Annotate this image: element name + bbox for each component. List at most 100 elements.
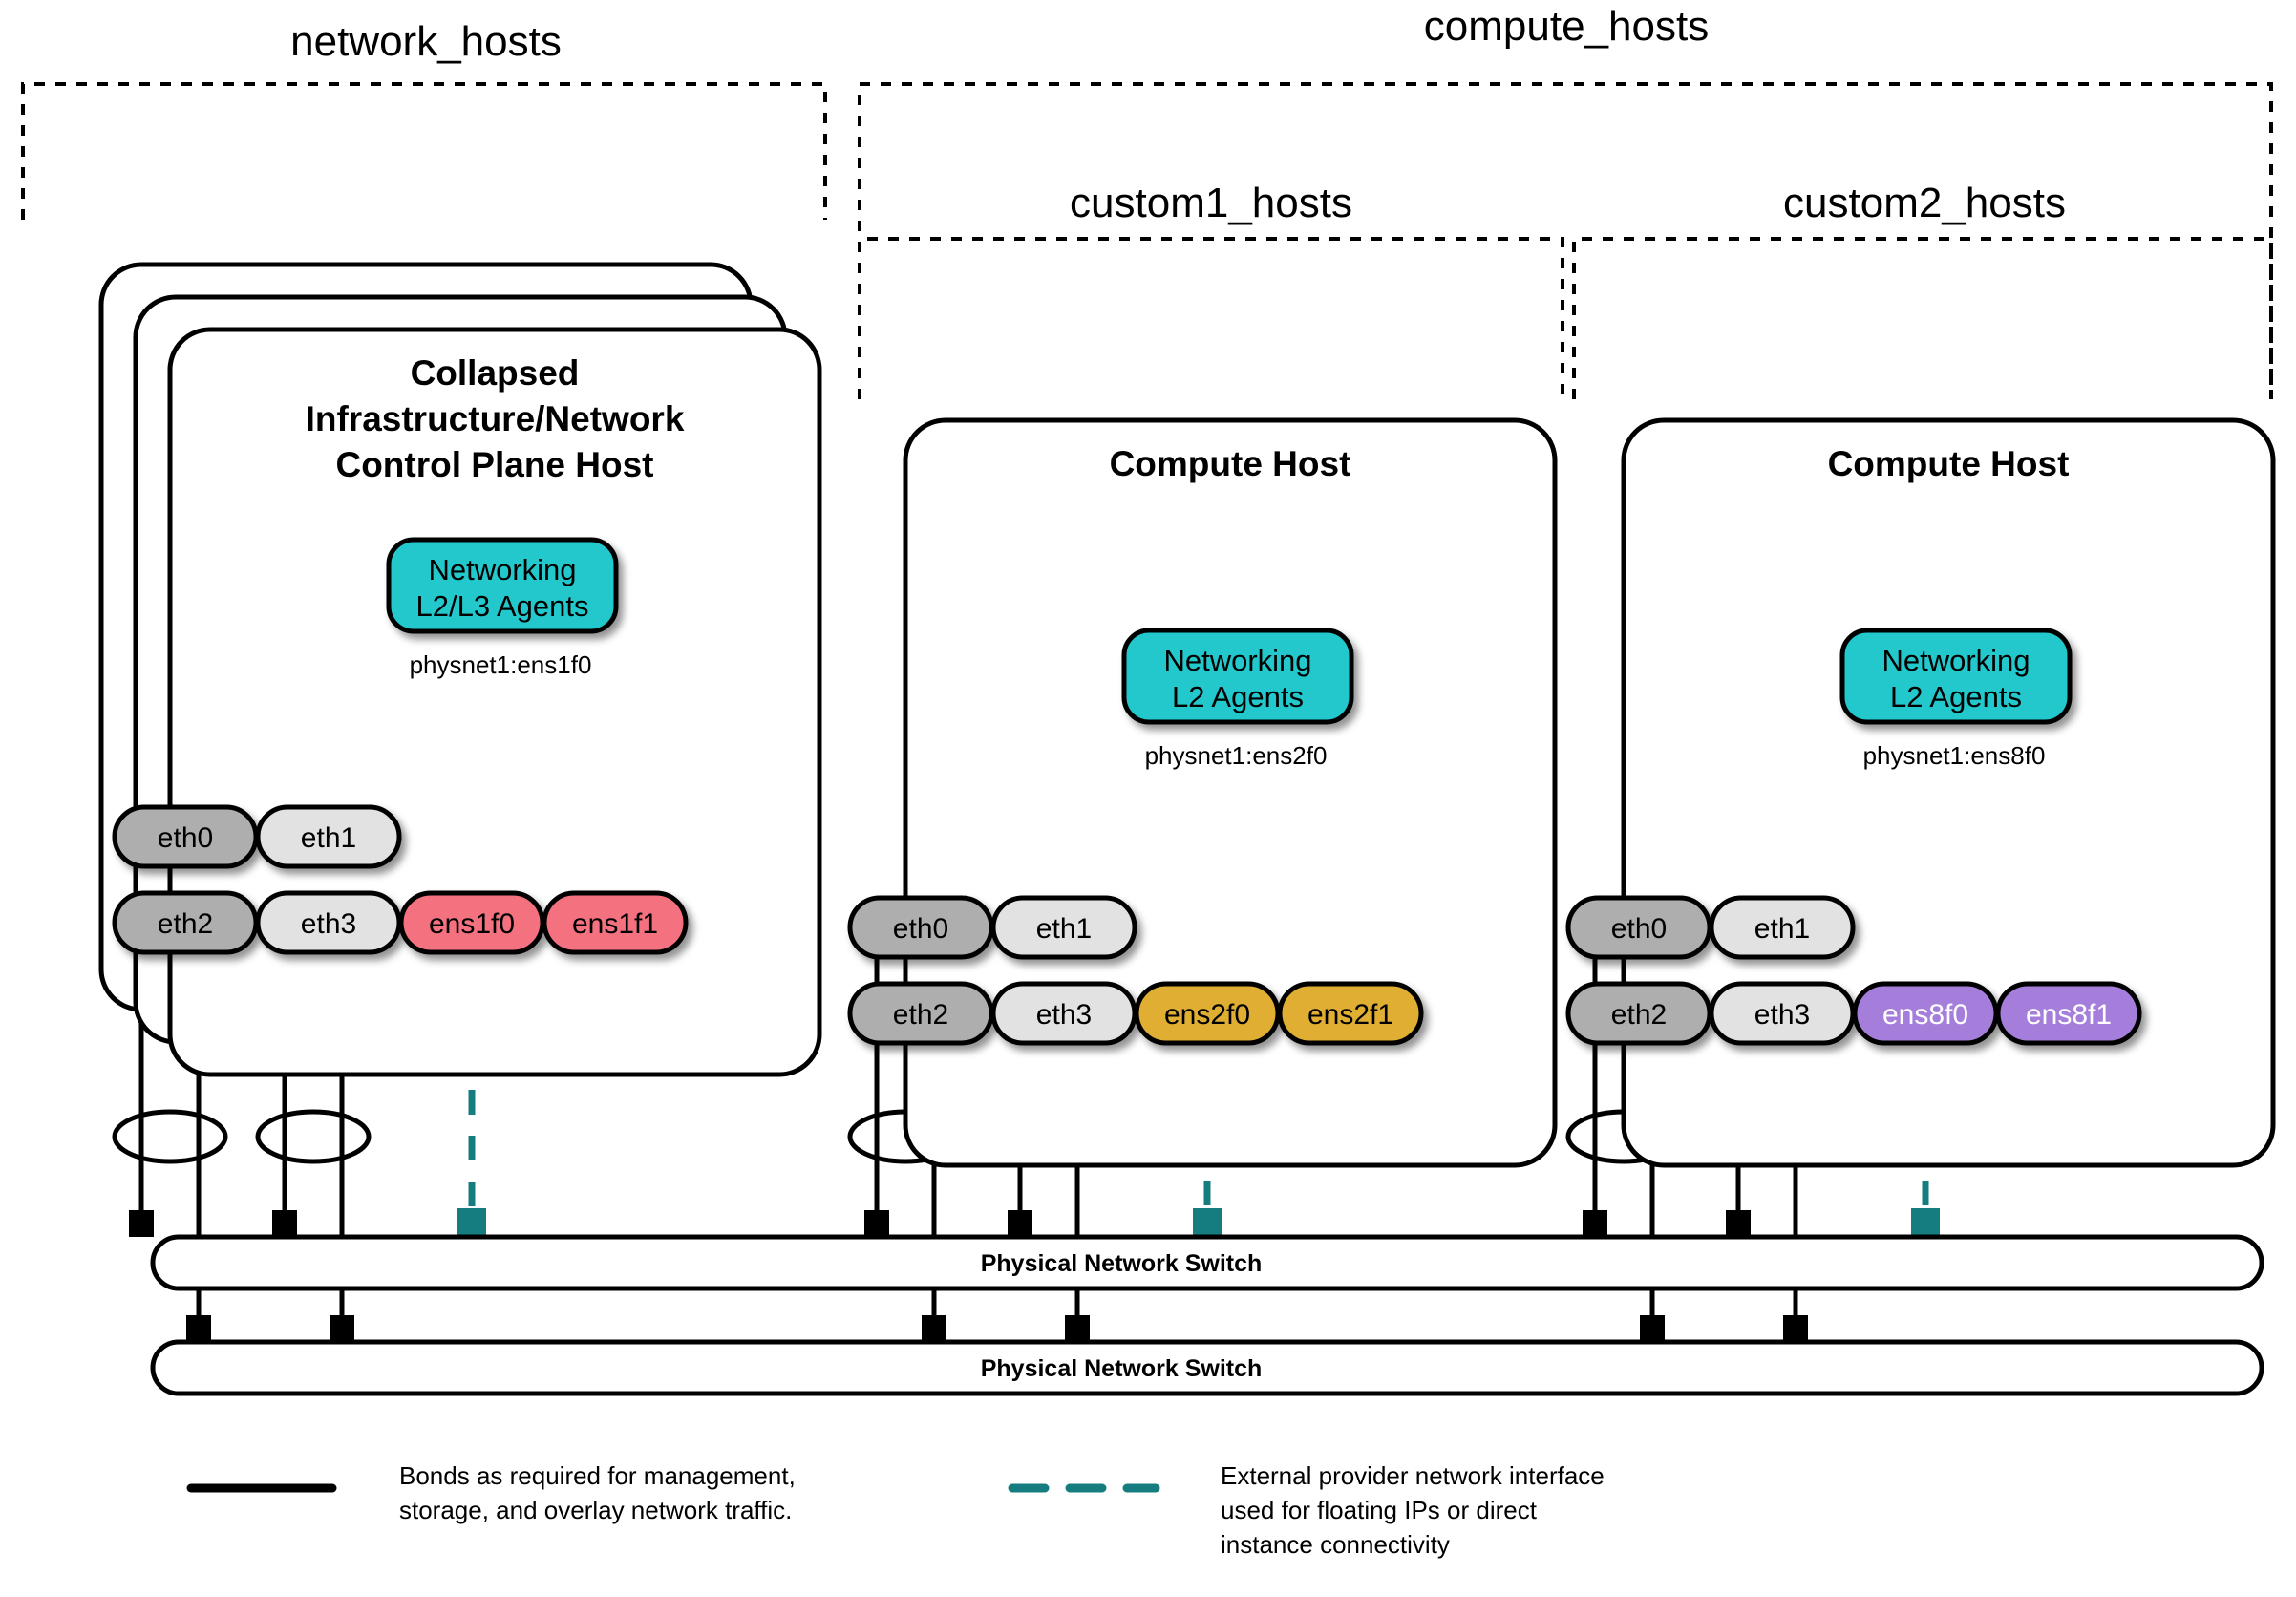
nic-pill[interactable] [990, 895, 1137, 960]
nic-label: eth2 [893, 999, 948, 1031]
svg-text:Compute Host: Compute Host [1110, 444, 1351, 483]
nic-pill[interactable] [255, 804, 402, 869]
legend-description-line: storage, and overlay network traffic. [399, 1496, 792, 1524]
switch-port-connector-provider [1911, 1208, 1940, 1237]
host-card[interactable] [167, 327, 822, 1077]
svg-text:Control Plane Host: Control Plane Host [335, 445, 653, 484]
legend-bond: Bonds as required for management, storage… [186, 1461, 796, 1524]
nic-pill[interactable] [1709, 895, 1856, 960]
nic-label: ens2f1 [1307, 999, 1393, 1031]
nic-label: eth3 [1754, 999, 1810, 1031]
agent-pill[interactable] [386, 537, 619, 634]
group-outline [1572, 237, 2273, 399]
nic-label: ens2f0 [1164, 999, 1250, 1031]
nic-eth1[interactable]: eth1 [990, 895, 1137, 960]
switch-port-connector-provider [457, 1208, 486, 1237]
switch-port-connector [1583, 1210, 1607, 1237]
switch-label: Physical Network Switch [981, 1250, 1263, 1277]
legend-description-line: used for floating IPs or direct [1221, 1496, 1538, 1524]
agent-label-line: L2/L3 Agents [416, 589, 589, 623]
agent-label-line: L2 Agents [1172, 680, 1304, 713]
nic-label: eth3 [301, 908, 356, 940]
nic-eth0[interactable]: eth0 [1565, 895, 1712, 960]
svg-text:Compute Host: Compute Host [1828, 444, 2070, 483]
group-boundaries: network_hosts compute_hosts custom1_hosts c… [21, 3, 2273, 399]
nic-label: eth1 [1754, 913, 1810, 945]
nic-ens1f1[interactable]: ens1f1 [542, 890, 689, 955]
nic-ens8f0[interactable]: ens8f0 [1852, 981, 1999, 1046]
switch-port-connector [129, 1210, 154, 1237]
nic-label: ens8f1 [2026, 999, 2112, 1031]
svg-text:physnet1:ens2f0: physnet1:ens2f0 [1145, 741, 1328, 770]
nic-label: ens8f0 [1882, 999, 1968, 1031]
switch-body[interactable] [150, 1339, 2264, 1396]
group-outline [21, 82, 827, 220]
svg-text:Infrastructure/Network: Infrastructure/Network [306, 399, 685, 438]
nic-pill[interactable] [1277, 981, 1424, 1046]
nic-label: eth1 [1036, 913, 1092, 945]
svg-text:Collapsed: Collapsed [411, 353, 580, 393]
bond-ellipse [112, 1109, 228, 1164]
group-label: compute_hosts [1424, 3, 1709, 50]
physnet-mapping-label: physnet1:ens1f0 [410, 650, 592, 679]
nic-eth2[interactable]: eth2 [1565, 981, 1712, 1046]
nic-eth1[interactable]: eth1 [255, 804, 402, 869]
nic-eth0[interactable]: eth0 [112, 804, 259, 869]
group-label: custom1_hosts [1070, 180, 1352, 226]
legend-description-line: Bonds as required for management, [399, 1461, 796, 1490]
host-title: Compute Host [1110, 444, 1351, 483]
nic-ens8f1[interactable]: ens8f1 [1995, 981, 2142, 1046]
switch-port-connector [1640, 1315, 1665, 1342]
agent-label-line: Networking [1163, 644, 1311, 677]
agent-pill[interactable] [1121, 628, 1354, 725]
nic-ens2f0[interactable]: ens2f0 [1134, 981, 1281, 1046]
nic-eth1[interactable]: eth1 [1709, 895, 1856, 960]
agent-pill[interactable] [1839, 628, 2073, 725]
physical-network-switch-2[interactable]: Physical Network Switch [150, 1339, 2264, 1396]
nic-eth3[interactable]: eth3 [1709, 981, 1856, 1046]
switch-body[interactable] [150, 1234, 2264, 1291]
group-custom1_hosts: custom1_hosts [858, 180, 1564, 399]
svg-text:physnet1:ens1f0: physnet1:ens1f0 [410, 650, 592, 679]
switch-label: Physical Network Switch [981, 1355, 1263, 1382]
nic-pill[interactable] [1995, 981, 2142, 1046]
nic-label: eth2 [1611, 999, 1667, 1031]
nic-label: ens1f0 [429, 908, 515, 940]
nic-label: eth0 [158, 822, 213, 854]
nic-eth3[interactable]: eth3 [255, 890, 402, 955]
nic-eth0[interactable]: eth0 [847, 895, 994, 960]
host-card[interactable] [903, 417, 1558, 1168]
switch-port-connector [1008, 1210, 1032, 1237]
group-outline [858, 237, 1564, 399]
nic-ens1f0[interactable]: ens1f0 [398, 890, 545, 955]
nic-eth2[interactable]: eth2 [112, 890, 259, 955]
agent-label-line: Networking [1881, 644, 2030, 677]
nic-label: eth1 [301, 822, 356, 854]
group-label: custom2_hosts [1783, 180, 2066, 226]
physical-network-switch-1[interactable]: Physical Network Switch [150, 1234, 2264, 1291]
nic-pill[interactable] [542, 890, 689, 955]
group-network_hosts: network_hosts [21, 18, 827, 220]
host-title: Compute Host [1828, 444, 2070, 483]
switch-port-connector [272, 1210, 297, 1237]
physnet-mapping-label: physnet1:ens8f0 [1863, 741, 2046, 770]
nic-eth2[interactable]: eth2 [847, 981, 994, 1046]
legend-layer: Bonds as required for management, storage… [186, 1461, 1605, 1559]
nic-eth3[interactable]: eth3 [990, 981, 1137, 1046]
switch-port-connector [186, 1315, 211, 1342]
switch-port-connector [330, 1315, 354, 1342]
host-card[interactable] [1621, 417, 2276, 1168]
physnet-mapping-label: physnet1:ens2f0 [1145, 741, 1328, 770]
nic-ens2f1[interactable]: ens2f1 [1277, 981, 1424, 1046]
legend-description-line: External provider network interface [1221, 1461, 1605, 1490]
